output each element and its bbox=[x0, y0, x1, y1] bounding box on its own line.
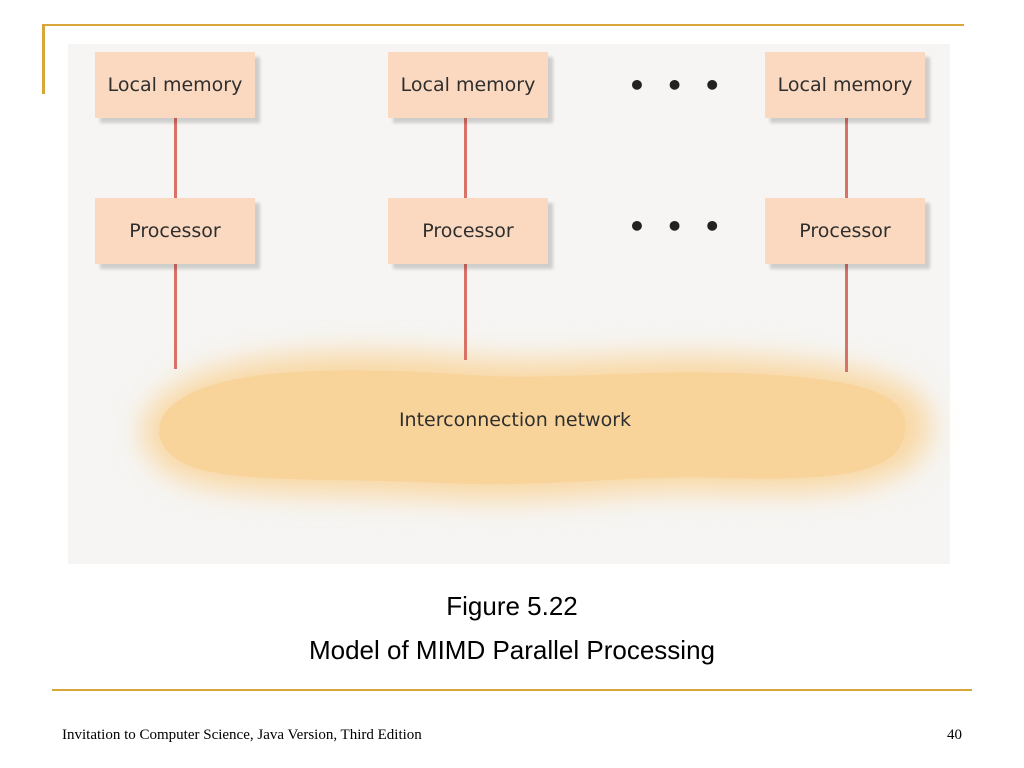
processor-network-link-3 bbox=[845, 264, 848, 372]
local-memory-box-3: Local memory bbox=[765, 52, 925, 118]
memory-processor-link-3 bbox=[845, 118, 848, 198]
local-memory-box-1: Local memory bbox=[95, 52, 255, 118]
processor-box-2: Processor bbox=[388, 198, 548, 264]
page-number: 40 bbox=[947, 727, 962, 743]
local-memory-label: Local memory bbox=[777, 74, 913, 96]
footer-book-title: Invitation to Computer Science, Java Ver… bbox=[62, 727, 422, 743]
processor-box-1: Processor bbox=[95, 198, 255, 264]
processor-label: Processor bbox=[799, 220, 891, 242]
local-memory-label: Local memory bbox=[107, 74, 243, 96]
processor-label: Processor bbox=[422, 220, 514, 242]
interconnection-network-label: Interconnection network bbox=[398, 409, 632, 431]
left-rule bbox=[42, 24, 45, 94]
bottom-rule bbox=[52, 689, 972, 691]
processor-network-link-1 bbox=[174, 264, 177, 369]
local-memory-label: Local memory bbox=[400, 74, 536, 96]
memory-processor-link-2 bbox=[464, 118, 467, 198]
processor-box-3: Processor bbox=[765, 198, 925, 264]
local-memory-box-2: Local memory bbox=[388, 52, 548, 118]
memory-processor-link-1 bbox=[174, 118, 177, 198]
processor-row-ellipsis: • • • bbox=[628, 210, 727, 243]
figure-title: Model of MIMD Parallel Processing bbox=[308, 635, 716, 665]
processor-label: Processor bbox=[129, 220, 221, 242]
processor-network-link-2 bbox=[464, 264, 467, 360]
memory-row-ellipsis: • • • bbox=[628, 69, 727, 102]
top-rule bbox=[42, 24, 964, 26]
figure-number: Figure 5.22 bbox=[446, 591, 578, 621]
